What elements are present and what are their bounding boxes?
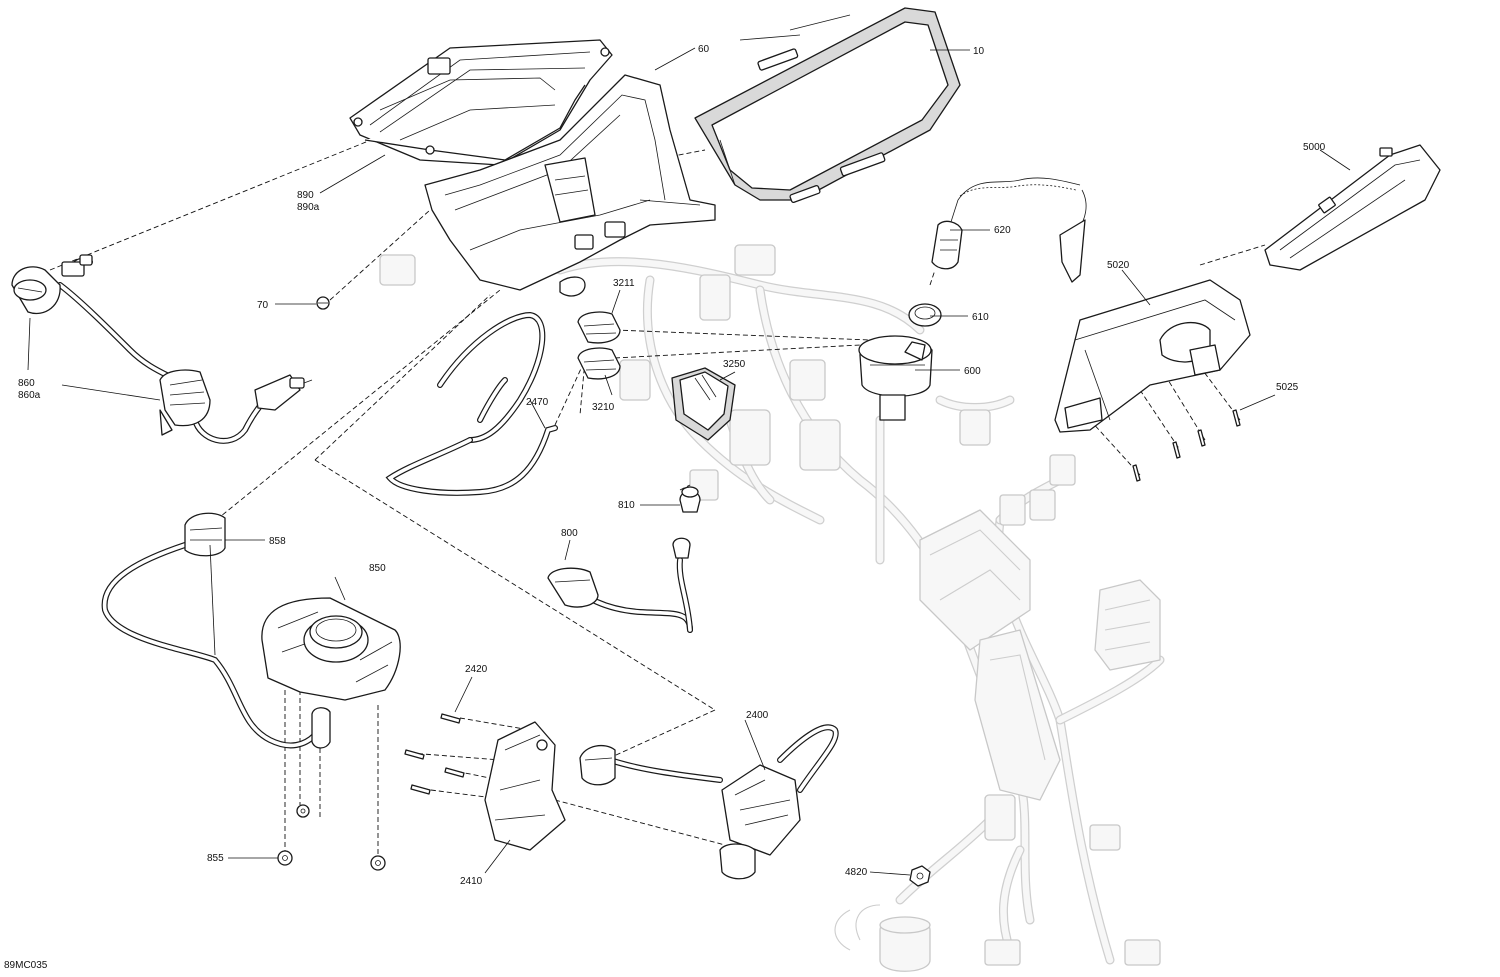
callout-10: 10 [973, 46, 985, 57]
part-800-harness [547, 537, 693, 633]
part-4820-nut [909, 865, 931, 887]
part-810-plug [679, 486, 701, 513]
part-5020-console-housing [1054, 279, 1251, 433]
callout-860a: 860a [18, 390, 41, 401]
callout-2420: 2420 [465, 664, 488, 675]
part-858-harness [101, 512, 318, 749]
callout-4820: 4820 [845, 867, 868, 878]
part-3211-connector [577, 311, 621, 344]
part-620-lanyard [931, 177, 1087, 283]
part-10-display-cluster [694, 7, 961, 203]
part-600-ignition-switch [858, 335, 933, 421]
part-2410-bracket [484, 721, 566, 851]
part-855-nuts [277, 804, 386, 871]
part-2420-screws [404, 713, 465, 795]
callout-60: 60 [698, 44, 710, 55]
callout-800: 800 [561, 528, 578, 539]
part-5000-trim-panel [1264, 144, 1441, 271]
callout-600: 600 [964, 366, 981, 377]
callout-labels: 10 60 70 610 620 600 800 810 850 855 858… [18, 44, 1326, 887]
callout-5000: 5000 [1303, 142, 1326, 153]
part-3250-switch [671, 367, 736, 441]
callout-855: 855 [207, 853, 224, 864]
callout-2400: 2400 [746, 710, 769, 721]
callout-5020: 5020 [1107, 260, 1130, 271]
part-2470-hose [385, 311, 558, 496]
callout-810: 810 [618, 500, 635, 511]
callout-610: 610 [972, 312, 989, 323]
callout-890: 890 [297, 190, 314, 201]
reference-code: 89MC035 [4, 960, 48, 971]
part-70-screw [316, 296, 330, 310]
callout-850: 850 [369, 563, 386, 574]
part-860-harness [11, 254, 313, 444]
part-5025-screws [1132, 409, 1241, 482]
leader-lines [27, 47, 1351, 876]
part-890-cover [349, 39, 613, 166]
callout-3211: 3211 [613, 278, 635, 289]
part-610-key [908, 303, 942, 327]
callout-3210: 3210 [592, 402, 615, 413]
part-2400-switch-assembly [579, 724, 839, 880]
part-3210-connector [577, 347, 621, 380]
callout-70: 70 [257, 300, 269, 311]
callout-2410: 2410 [460, 876, 483, 887]
callout-858: 858 [269, 536, 286, 547]
callout-860: 860 [18, 378, 35, 389]
callout-620: 620 [994, 225, 1011, 236]
part-60-bezel-support [424, 74, 716, 297]
callout-3250: 3250 [723, 359, 746, 370]
callout-890a: 890a [297, 202, 320, 213]
ghost-main-harness [379, 244, 1165, 972]
part-850-controller [261, 597, 401, 749]
callout-2470: 2470 [526, 397, 549, 408]
callout-5025: 5025 [1276, 382, 1299, 393]
